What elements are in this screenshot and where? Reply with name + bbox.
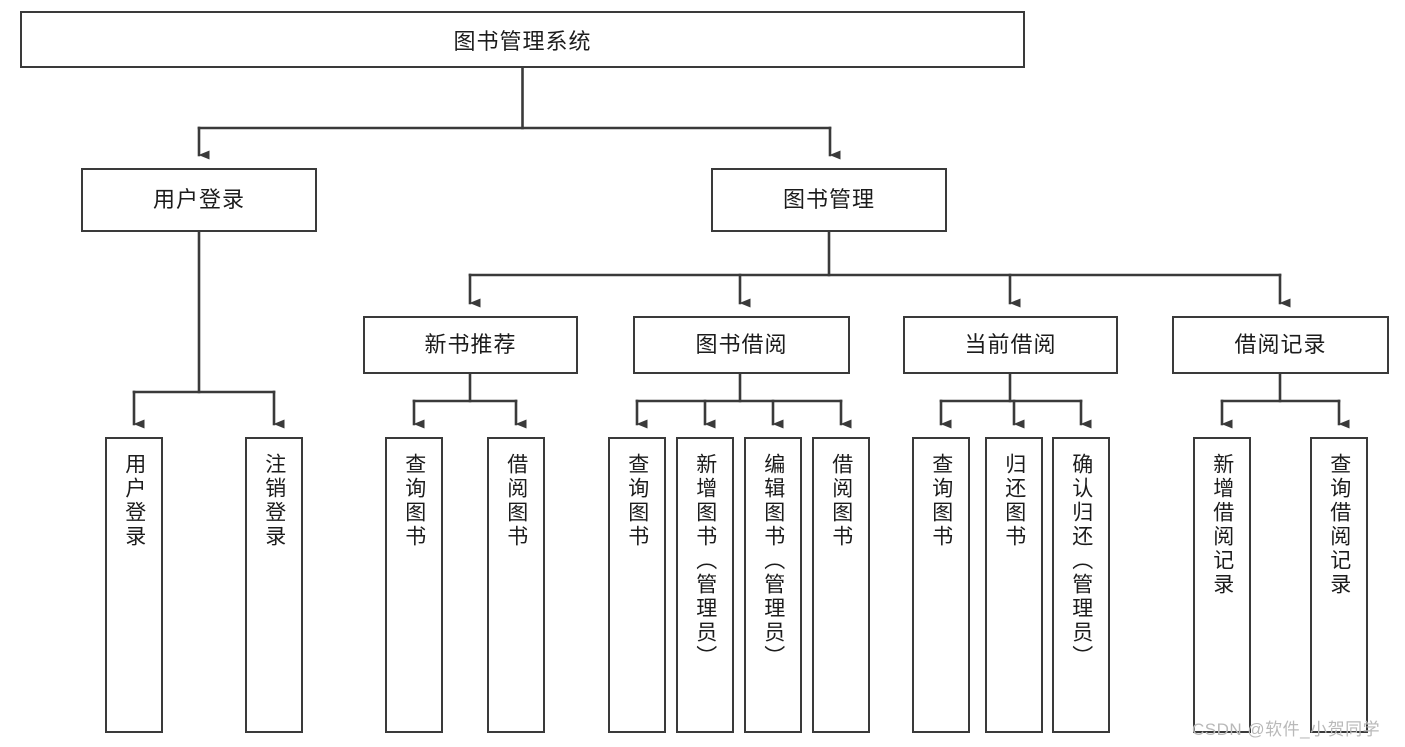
node-leaf-add-record[interactable]: 新增借阅记录 [1193, 437, 1251, 733]
node-label: 注销登录 [262, 453, 286, 549]
node-label: 查询借阅记录 [1327, 453, 1351, 597]
node-leaf-query-book-2[interactable]: 查询图书 [608, 437, 666, 733]
node-new-book-recommend[interactable]: 新书推荐 [363, 316, 578, 374]
node-label: 查询图书 [625, 453, 649, 549]
node-label: 查询图书 [402, 453, 426, 549]
node-label: 用户登录 [122, 453, 146, 549]
node-label: 新增借阅记录 [1210, 453, 1234, 597]
node-borrow-record[interactable]: 借阅记录 [1172, 316, 1389, 374]
node-leaf-query-book-3[interactable]: 查询图书 [912, 437, 970, 733]
node-label: 新书推荐 [424, 331, 517, 357]
node-leaf-query-book-1[interactable]: 查询图书 [385, 437, 443, 733]
node-leaf-user-logout[interactable]: 注销登录 [245, 437, 303, 733]
node-label: 借阅记录 [1234, 331, 1327, 357]
node-label: 新增图书（管理员） [693, 453, 717, 669]
node-label: 确认归还（管理员） [1069, 453, 1093, 669]
node-book-manage[interactable]: 图书管理 [711, 168, 947, 232]
node-label: 查询图书 [929, 453, 953, 549]
node-label: 图书管理 [782, 186, 875, 212]
node-leaf-borrow-book-2[interactable]: 借阅图书 [812, 437, 870, 733]
node-label: 图书借阅 [695, 331, 788, 357]
node-label: 借阅图书 [504, 453, 528, 549]
node-root-label: 图书管理系统 [453, 28, 592, 54]
node-leaf-add-book[interactable]: 新增图书（管理员） [676, 437, 734, 733]
node-leaf-query-record[interactable]: 查询借阅记录 [1310, 437, 1368, 733]
node-current-borrow[interactable]: 当前借阅 [903, 316, 1118, 374]
node-label: 借阅图书 [829, 453, 853, 549]
node-leaf-borrow-book-1[interactable]: 借阅图书 [487, 437, 545, 733]
node-leaf-confirm-return[interactable]: 确认归还（管理员） [1052, 437, 1110, 733]
node-leaf-edit-book[interactable]: 编辑图书（管理员） [744, 437, 802, 733]
node-book-borrow[interactable]: 图书借阅 [633, 316, 850, 374]
node-leaf-return-book[interactable]: 归还图书 [985, 437, 1043, 733]
node-root-system[interactable]: 图书管理系统 [20, 11, 1025, 68]
node-leaf-user-login[interactable]: 用户登录 [105, 437, 163, 733]
node-label: 用户登录 [152, 186, 245, 212]
node-label: 编辑图书（管理员） [761, 453, 785, 669]
watermark-csdn: CSDN @软件_小贺同学 [1192, 720, 1381, 739]
node-label: 当前借阅 [964, 331, 1057, 357]
node-user-login[interactable]: 用户登录 [81, 168, 317, 232]
node-label: 归还图书 [1002, 453, 1026, 549]
